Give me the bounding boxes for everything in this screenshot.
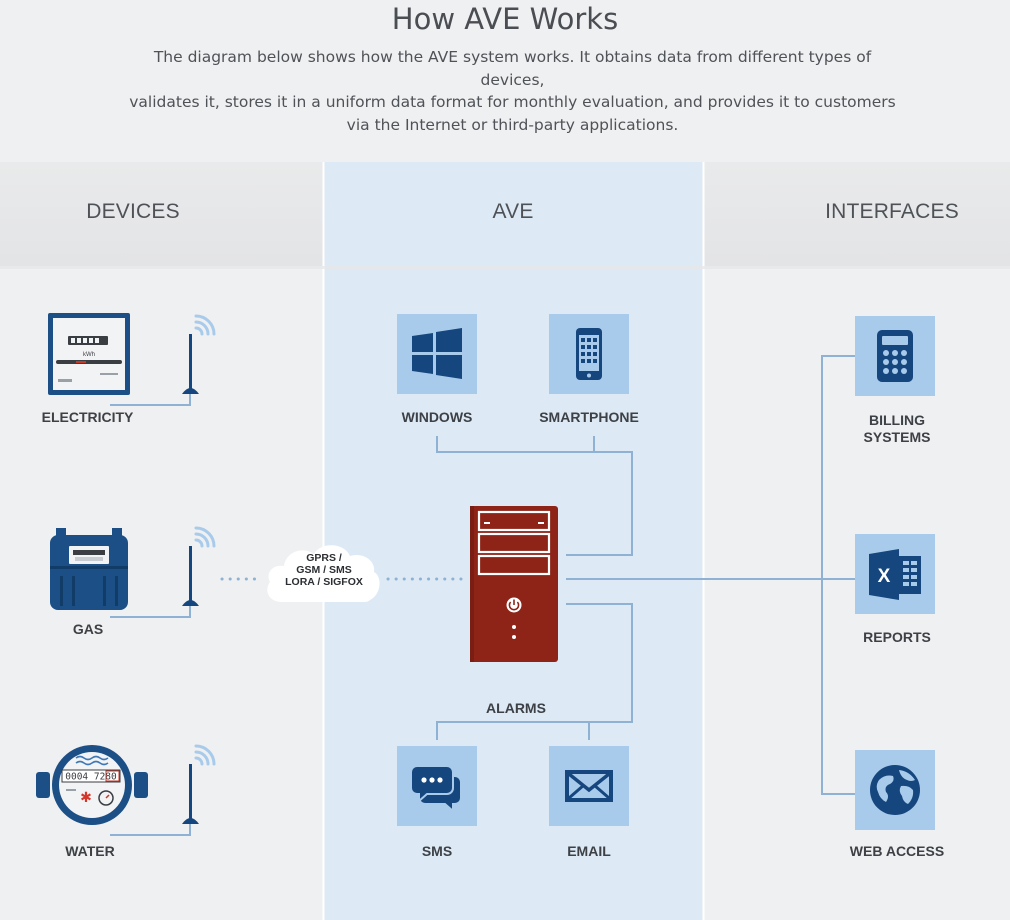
smartphone-icon <box>576 328 602 380</box>
meter-unit-label: kWh <box>83 352 95 358</box>
page-title: How AVE Works <box>391 2 619 36</box>
cloud-icon <box>267 545 380 602</box>
band-shadow <box>0 266 1010 269</box>
billing-tile <box>855 316 935 396</box>
clients-connector <box>436 436 633 556</box>
sms-label: SMS <box>421 843 453 859</box>
billing-label-line: BILLING <box>869 412 925 428</box>
windows-label: WINDOWS <box>401 409 473 425</box>
intro-text: The diagram below shows how the AVE syst… <box>120 46 905 136</box>
calculator-icon <box>877 330 913 382</box>
water-meter-icon: 0004 7280 ✱ <box>36 745 148 825</box>
antenna-icon <box>182 744 216 824</box>
email-tile <box>549 746 629 826</box>
intro-line: validates it, stores it in a uniform dat… <box>129 93 896 111</box>
antenna-icon <box>182 526 216 606</box>
server-icon <box>470 506 558 662</box>
smartphone-tile <box>549 314 629 394</box>
antenna-icon <box>182 314 216 394</box>
electricity-label: ELECTRICITY <box>41 409 134 425</box>
ave-column-title: AVE <box>492 200 534 223</box>
alarms-connector <box>436 603 633 740</box>
globe-icon <box>870 765 920 815</box>
interfaces-bus <box>821 355 855 795</box>
protocol-line: LORA / SIGFOX <box>285 576 363 588</box>
spreadsheet-icon: X <box>869 549 921 600</box>
gas-meter-icon <box>50 528 128 610</box>
web-access-tile <box>855 750 935 830</box>
billing-label-line: SYSTEMS <box>863 429 931 445</box>
envelope-icon <box>565 770 613 802</box>
intro-line: via the Internet or third-party applicat… <box>346 115 679 134</box>
gas-label: GAS <box>72 621 104 637</box>
windows-logo-icon <box>412 328 462 379</box>
electricity-connector <box>110 393 191 406</box>
reports-tile: X <box>855 534 935 614</box>
svg-text:X: X <box>878 566 891 587</box>
water-label: WATER <box>65 843 115 859</box>
protocol-line: GPRS / <box>306 552 342 564</box>
smartphone-label: SMARTPHONE <box>539 409 639 425</box>
electricity-meter-icon: kWh <box>48 313 130 395</box>
devices-column-title: DEVICES <box>86 200 180 223</box>
gas-connector <box>110 605 191 618</box>
sms-tile <box>397 746 477 826</box>
reports-label: REPORTS <box>863 629 931 645</box>
billing-systems-label: BILLING SYSTEMS <box>837 412 957 446</box>
web-access-label: WEB ACCESS <box>849 843 945 859</box>
protocol-line: GSM / SMS <box>296 564 352 576</box>
alarms-label: ALARMS <box>486 700 546 716</box>
network-protocols-label: GPRS / GSM / SMS LORA / SIGFOX <box>268 552 380 588</box>
email-label: EMAIL <box>567 843 611 859</box>
intro-line: The diagram below shows how the AVE syst… <box>153 48 872 89</box>
water-meter-reading: 0004 7280 <box>65 772 117 783</box>
chat-bubbles-icon <box>410 765 462 814</box>
svg-text:✱: ✱ <box>80 790 92 806</box>
interfaces-column-title: INTERFACES <box>825 200 959 223</box>
water-connector <box>110 823 191 836</box>
windows-tile <box>397 314 477 394</box>
